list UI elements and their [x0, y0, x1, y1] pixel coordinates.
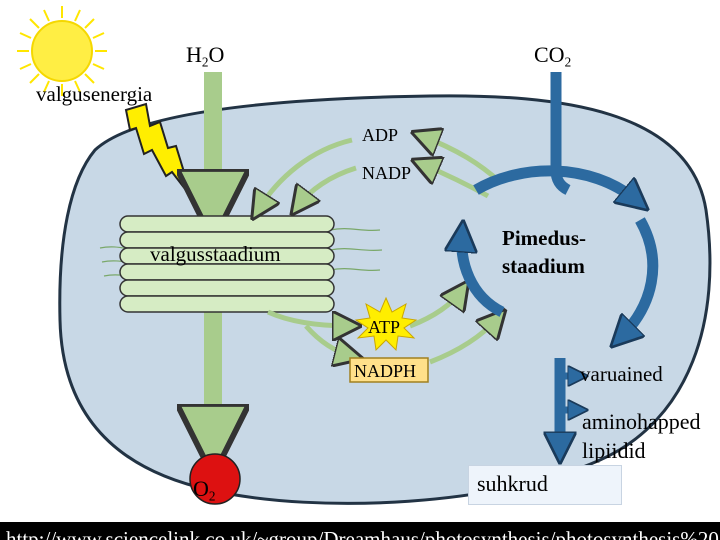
atp-burst: [354, 296, 418, 352]
substances-label: varuained: [580, 362, 663, 386]
oxygen-circle: [189, 453, 241, 505]
sun-icon: [17, 6, 107, 96]
cycle-arrow-right: [622, 217, 659, 336]
nadp-label: NADP: [362, 163, 412, 183]
sugars-box: suhkrud: [468, 465, 622, 505]
adp-label: ADP: [362, 125, 399, 145]
thylakoid-stack: [99, 215, 383, 313]
dark-stage-label-line1: Pimedus-: [502, 226, 586, 250]
to-nadp-arrow: [422, 164, 490, 199]
water-label: H2O: [186, 42, 225, 70]
oxygen-label: O2: [193, 476, 216, 504]
light-stage-label: valgusstaadium: [150, 242, 281, 266]
nadph-label: NADPH: [354, 361, 417, 381]
nadph-box: [349, 357, 429, 383]
co2-label: CO2: [534, 42, 572, 70]
cycle-arrow-left: [462, 236, 505, 317]
cycle-arrow-top: [473, 165, 636, 200]
nadph-to-dark-arrow: [429, 318, 498, 365]
atp-to-dark-arrow: [409, 290, 462, 329]
source-footer: http://www.sciencelink.co.uk/~group/Drea…: [0, 522, 720, 540]
dark-stage-label-line2: staadium: [502, 254, 585, 278]
nadp-inflow-arrow: [298, 165, 357, 206]
source-url[interactable]: http://www.sciencelink.co.uk/~group/Drea…: [6, 527, 720, 540]
atp-label: ATP: [368, 317, 401, 337]
sugars-label: suhkrud: [477, 471, 548, 496]
adp-inflow-arrow: [258, 137, 353, 210]
light-energy-label: valgusenergia: [36, 82, 153, 106]
nadph-outflow-arrow: [304, 324, 352, 356]
lipids-label: lipiidid: [582, 438, 646, 463]
atp-outflow-arrow: [266, 309, 350, 326]
amino-acids-label: aminohapped: [582, 409, 701, 434]
